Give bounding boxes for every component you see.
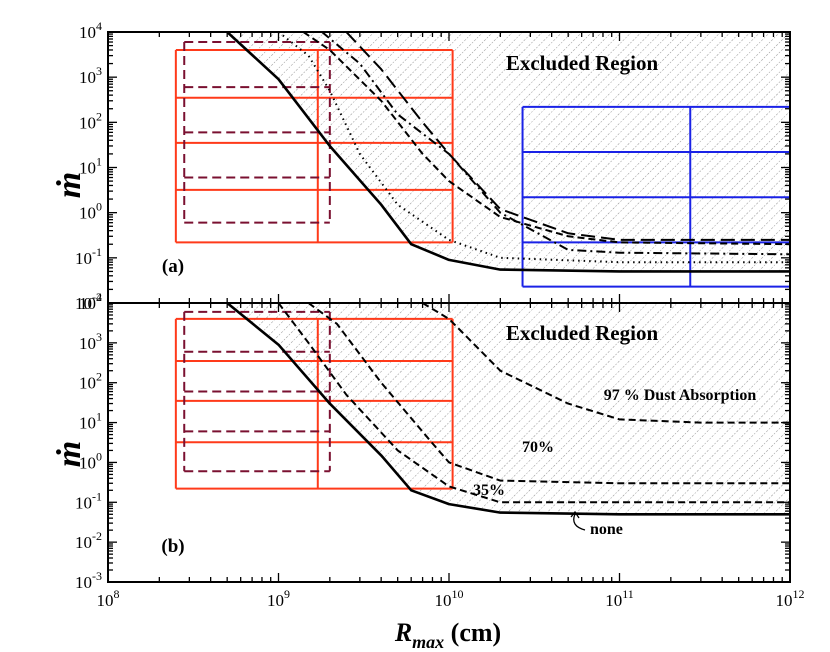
y-tick-label: 100 — [79, 449, 102, 472]
grids-b — [174, 310, 454, 490]
plot-frame-b — [107, 302, 791, 583]
curve-dashed-line — [277, 303, 790, 504]
y-axis-label-a: ṁ — [51, 172, 88, 198]
x-tick-label: 109 — [267, 587, 290, 610]
panel-label-a: (a) — [162, 256, 184, 277]
x-tick-label: 1012 — [776, 587, 805, 610]
none-pointer-arrowhead — [570, 510, 580, 519]
curve-dash-dot-line — [321, 32, 790, 256]
x-axis-label: Rmax (cm) — [394, 618, 501, 652]
curve-dashed-line — [302, 32, 790, 246]
x-tick-label: 1010 — [435, 587, 464, 610]
panel-label-b: (b) — [161, 536, 184, 557]
curve-long-dash-line — [345, 32, 790, 241]
excluded-region-label-a: Excluded Region — [506, 51, 659, 75]
curve-label-none: none — [590, 521, 623, 538]
y-tick-label: 10-1 — [75, 245, 102, 268]
y-tick-label: 104 — [79, 19, 102, 42]
y-tick-label: 103 — [79, 64, 102, 87]
curve-label-35: 35% — [473, 482, 505, 499]
curves-a — [226, 32, 790, 273]
curve-label-97: 97 % Dust Absorption — [604, 387, 757, 404]
x-tick-label: 1011 — [605, 587, 634, 610]
y-tick-label: 104 — [79, 290, 102, 313]
y-tick-label: 103 — [79, 330, 102, 353]
excluded-region-label-b: Excluded Region — [506, 321, 659, 345]
y-tick-label: 100 — [79, 200, 102, 223]
excluded-region-hatch-a — [227, 32, 790, 272]
y-tick-label: 101 — [79, 155, 102, 178]
curve-solid-line — [226, 32, 790, 273]
y-tick-label: 102 — [79, 109, 102, 132]
y-tick-label: 10-2 — [75, 529, 102, 552]
curve-dashed-line — [307, 303, 790, 485]
none-pointer-arrow — [573, 513, 586, 531]
x-tick-labels: 108 109 1010 1011 1012 — [97, 587, 805, 610]
y-axis-label-b: ṁ — [51, 441, 88, 467]
ticks-b: 10-3 10-2 10-1 100 101 102 103 104 — [75, 290, 791, 592]
y-tick-label: 10-1 — [75, 489, 102, 512]
x-tick-label: 108 — [97, 587, 120, 610]
panel-b: 10-3 10-2 10-1 100 101 102 103 104 Excluded Reg… — [75, 290, 791, 592]
y-tick-label: 10-2 — [75, 290, 102, 313]
curve-dashed-line — [422, 303, 790, 424]
y-tick-label: 102 — [79, 370, 102, 393]
y-tick-label: 10-3 — [75, 569, 102, 592]
curves-b — [226, 303, 790, 516]
excluded-region-hatch-b — [227, 303, 790, 515]
curve-solid-line — [226, 303, 790, 516]
curve-label-70: 70% — [522, 439, 554, 456]
y-tick-label: 101 — [79, 410, 102, 433]
